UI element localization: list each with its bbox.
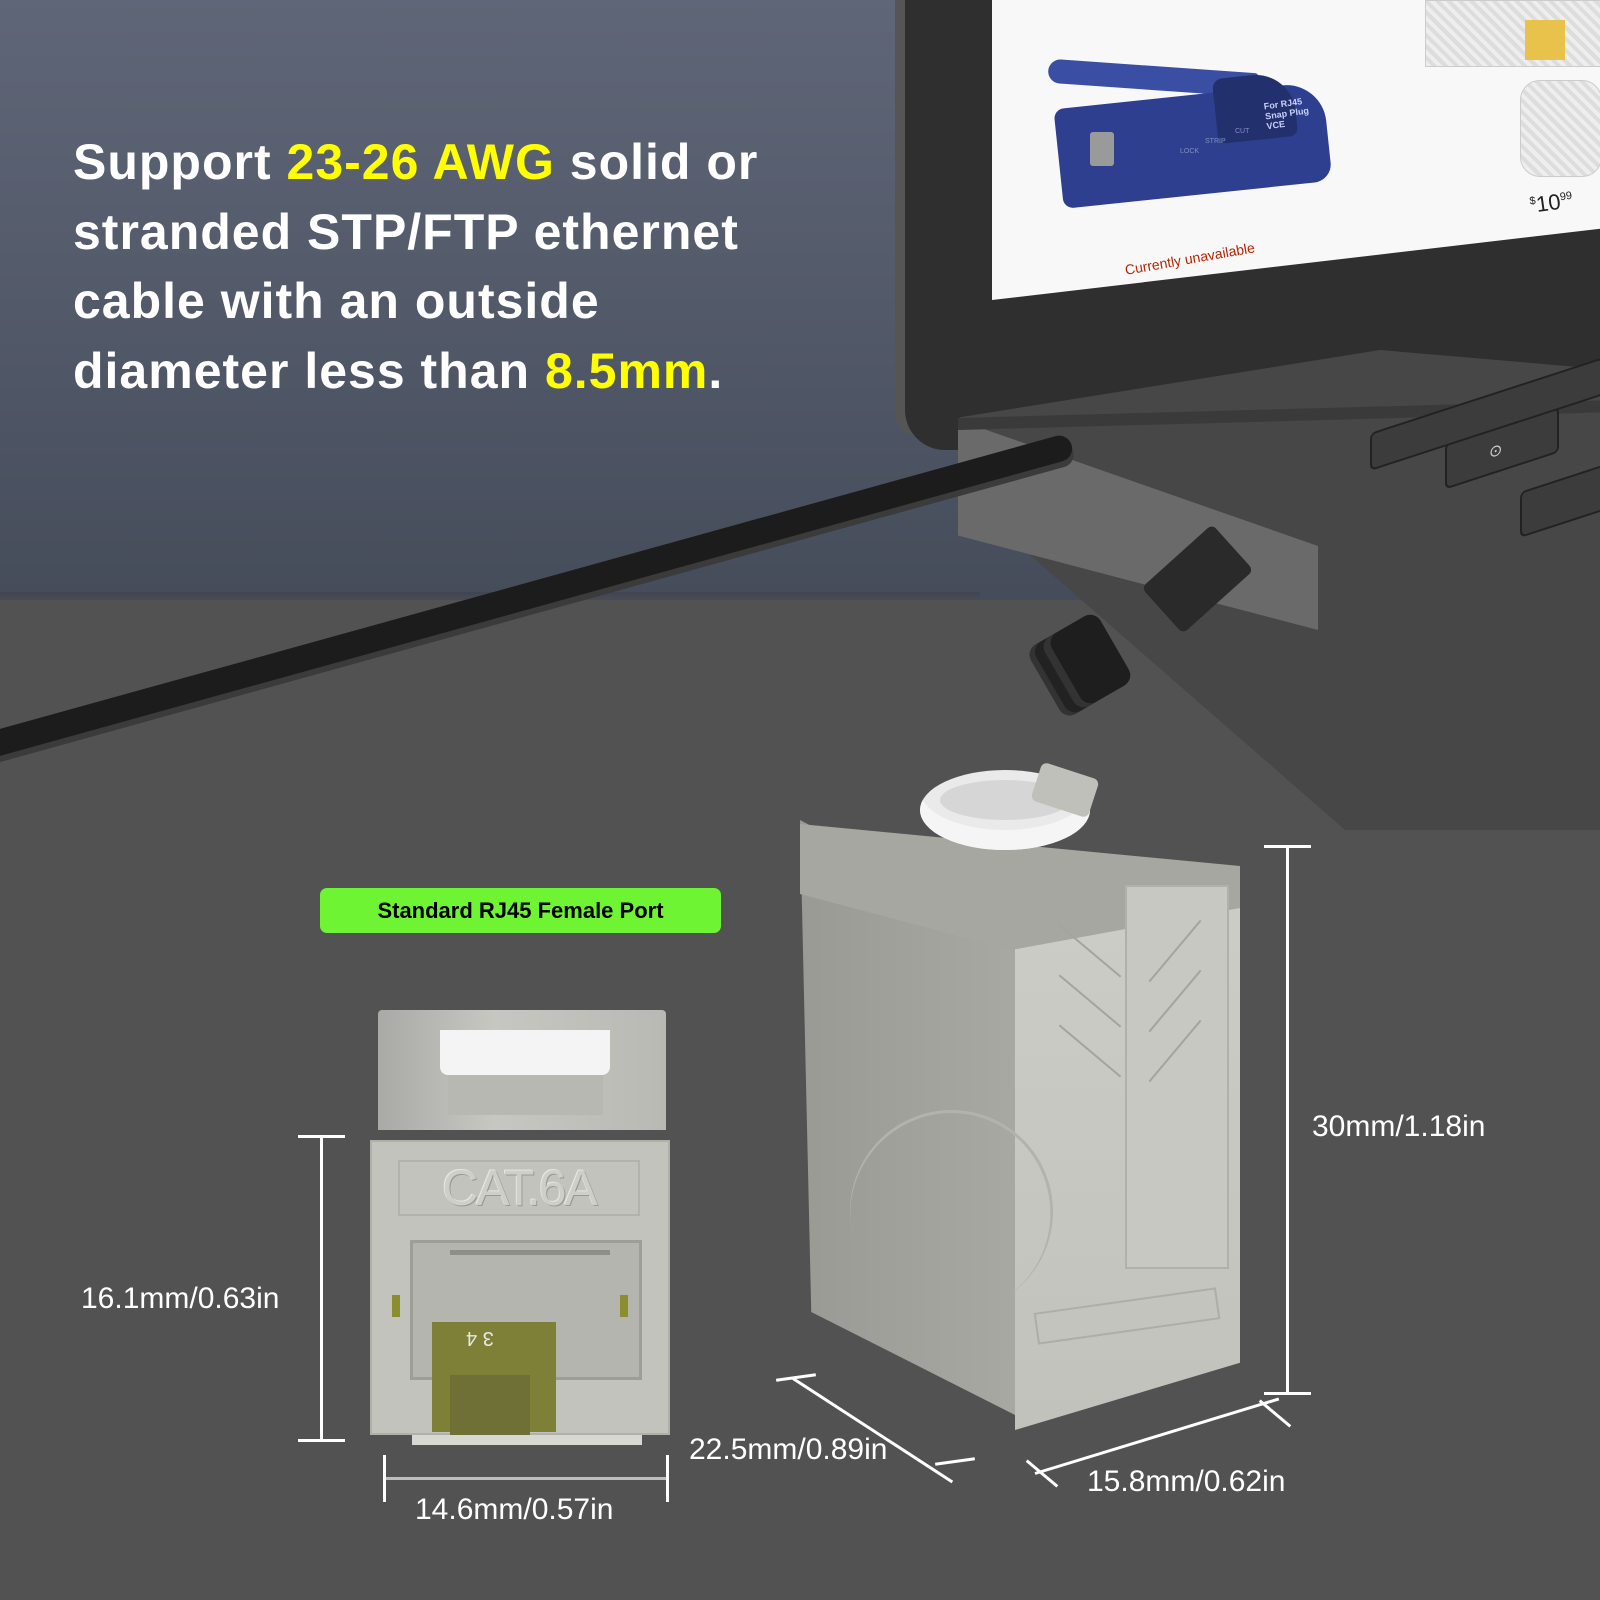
headline-text: .	[708, 342, 724, 399]
front-height-label: 16.1mm/0.63in	[81, 1282, 280, 1315]
dim-line-front-height	[320, 1135, 323, 1440]
headline-line-3: cable with an outside	[73, 273, 600, 329]
price-whole: 10	[1534, 188, 1563, 218]
jack-foot	[412, 1435, 642, 1445]
port-type-label: Standard RJ45 Female Port	[320, 888, 721, 933]
side-depth-label: 22.5mm/0.89in	[689, 1433, 888, 1466]
dim-tick	[298, 1439, 345, 1442]
dim-tick	[383, 1455, 386, 1502]
rj45-plug-contacts	[1525, 20, 1565, 60]
side-width-label: 15.8mm/0.62in	[1087, 1465, 1286, 1498]
rj45-plug-image-top	[1425, 0, 1600, 67]
jack-insert-base	[448, 1075, 603, 1115]
dim-tick	[1264, 845, 1311, 848]
tool-label-cut: CUT	[1235, 128, 1250, 135]
awg-highlight: 23-26 AWG	[286, 134, 555, 190]
latch-tab	[1125, 885, 1229, 1269]
headline-line-4: diameter less than 8.5mm.	[73, 337, 893, 407]
jack-white-insert	[440, 1030, 610, 1075]
dim-line-front-width	[383, 1477, 668, 1480]
price-fraction: 99	[1559, 189, 1573, 204]
dim-tick	[666, 1455, 669, 1502]
cat6a-marking: CAT.6A	[398, 1160, 640, 1216]
headline-text: solid or	[554, 134, 759, 190]
rj45-plug-image-pile	[1520, 80, 1600, 177]
link-icon: ⊙	[1489, 440, 1503, 463]
port-bar	[450, 1250, 610, 1255]
dim-line-side-height	[1286, 845, 1289, 1393]
headline-line-1: Support 23-26 AWG solid or	[73, 128, 893, 198]
headline-line-2: stranded STP/FTP ethernet	[73, 203, 739, 260]
dim-tick	[1264, 1392, 1311, 1395]
headline-text: diameter less than	[73, 342, 545, 399]
tool-label-lock: LOCK	[1180, 148, 1200, 155]
front-width-label: 14.6mm/0.57in	[415, 1493, 614, 1526]
side-height-label: 30mm/1.18in	[1312, 1110, 1486, 1143]
crimp-die-icon	[1090, 132, 1114, 166]
keystone-jack-side-view	[790, 761, 1250, 1450]
jack-top-housing	[378, 1010, 666, 1130]
pcb-numbers: 3 4	[466, 1327, 494, 1349]
keystone-jack-front-view: CAT.6A 3 4	[370, 1010, 670, 1450]
port-contact-right	[620, 1295, 628, 1317]
dim-tick	[298, 1135, 345, 1138]
pcb-notch	[450, 1375, 530, 1435]
tool-label-strip: STRIP	[1205, 138, 1226, 145]
diameter-highlight: 8.5mm	[544, 342, 709, 399]
jack-front-face: CAT.6A 3 4	[370, 1140, 670, 1435]
feature-headline: Support 23-26 AWG solid or stranded STP/…	[73, 128, 893, 406]
port-contact-left	[392, 1295, 400, 1317]
headline-text: Support	[73, 134, 287, 190]
